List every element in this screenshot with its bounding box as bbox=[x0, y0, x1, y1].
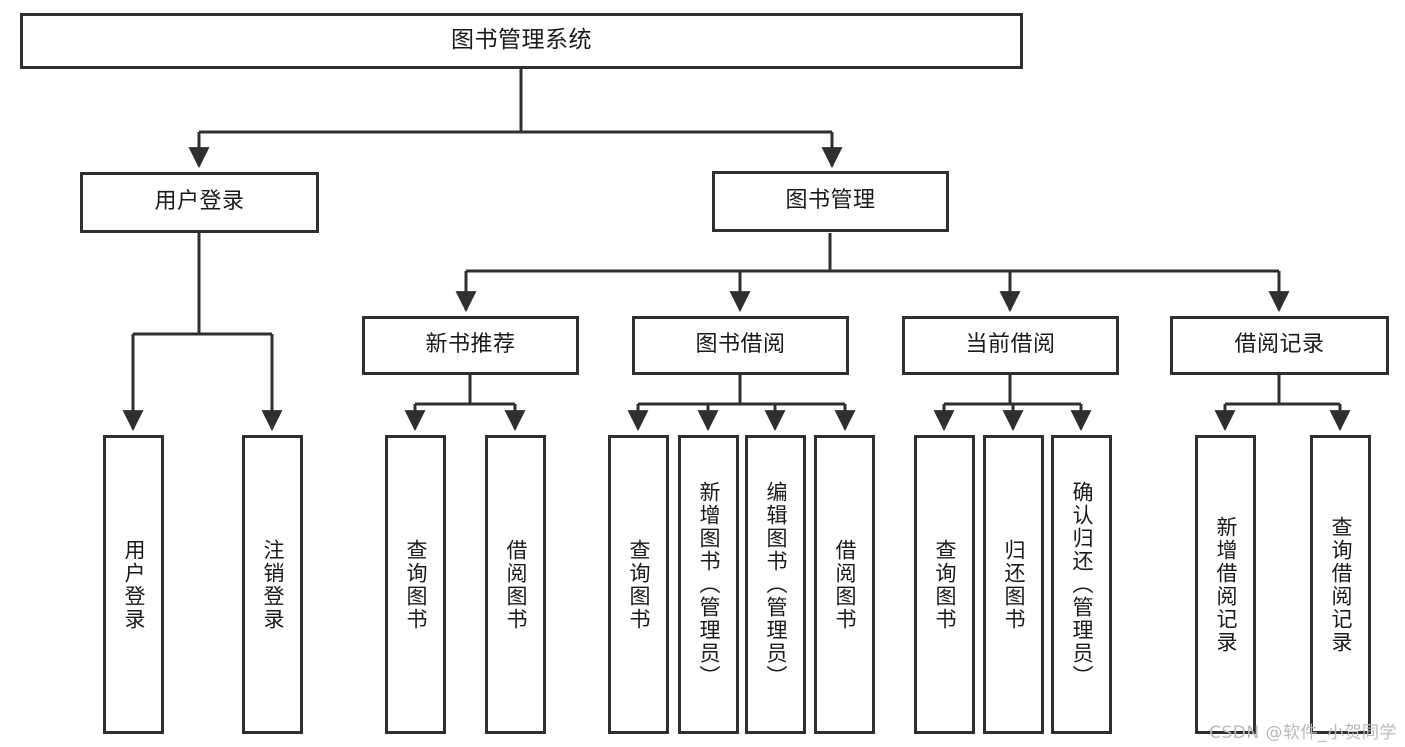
node-leaf-borrow-book-label: 借阅图书 bbox=[833, 538, 857, 631]
node-leaf-add-book[interactable]: 新增图书（管理员） bbox=[678, 435, 739, 734]
node-leaf-user-login-label: 用户登录 bbox=[122, 538, 146, 631]
node-leaf-return-book[interactable]: 归还图书 bbox=[983, 435, 1044, 734]
node-current-borrow-label: 当前借阅 bbox=[965, 332, 1056, 358]
node-book-borrow[interactable]: 图书借阅 bbox=[632, 316, 849, 375]
node-leaf-add-record-label: 新增借阅记录 bbox=[1214, 515, 1238, 654]
node-leaf-query-book-borrow[interactable]: 查询图书 bbox=[608, 435, 669, 734]
node-user-login-label: 用户登录 bbox=[154, 189, 245, 215]
node-leaf-user-login[interactable]: 用户登录 bbox=[103, 435, 164, 734]
node-leaf-borrow-book-rec-label: 借阅图书 bbox=[504, 538, 528, 631]
node-current-borrow[interactable]: 当前借阅 bbox=[902, 316, 1119, 375]
node-user-login[interactable]: 用户登录 bbox=[80, 172, 319, 233]
node-book-manage[interactable]: 图书管理 bbox=[712, 171, 949, 232]
node-leaf-confirm-return-label: 确认归还（管理员） bbox=[1070, 481, 1094, 688]
node-leaf-query-book-cur[interactable]: 查询图书 bbox=[914, 435, 975, 734]
node-leaf-edit-book-label: 编辑图书（管理员） bbox=[764, 481, 788, 688]
node-leaf-query-book-cur-label: 查询图书 bbox=[933, 538, 957, 631]
node-leaf-user-logout[interactable]: 注销登录 bbox=[242, 435, 303, 734]
node-new-book-recommend-label: 新书推荐 bbox=[425, 332, 516, 358]
node-leaf-return-book-label: 归还图书 bbox=[1002, 538, 1026, 631]
node-root[interactable]: 图书管理系统 bbox=[20, 13, 1023, 69]
node-leaf-query-book-rec[interactable]: 查询图书 bbox=[385, 435, 446, 734]
node-leaf-query-record[interactable]: 查询借阅记录 bbox=[1310, 435, 1371, 734]
node-leaf-edit-book[interactable]: 编辑图书（管理员） bbox=[745, 435, 806, 734]
node-leaf-borrow-book[interactable]: 借阅图书 bbox=[814, 435, 875, 734]
node-leaf-add-record[interactable]: 新增借阅记录 bbox=[1195, 435, 1256, 734]
node-leaf-query-book-borrow-label: 查询图书 bbox=[627, 538, 651, 631]
csdn-watermark: CSDN @软件_小贺同学 bbox=[1209, 723, 1397, 743]
node-leaf-query-book-rec-label: 查询图书 bbox=[404, 538, 428, 631]
node-book-manage-label: 图书管理 bbox=[785, 188, 876, 214]
node-book-borrow-label: 图书借阅 bbox=[695, 332, 786, 358]
node-new-book-recommend[interactable]: 新书推荐 bbox=[362, 316, 579, 375]
node-leaf-user-logout-label: 注销登录 bbox=[261, 538, 285, 631]
node-leaf-query-record-label: 查询借阅记录 bbox=[1329, 515, 1353, 654]
node-leaf-add-book-label: 新增图书（管理员） bbox=[697, 481, 721, 688]
node-leaf-confirm-return[interactable]: 确认归还（管理员） bbox=[1051, 435, 1112, 734]
node-borrow-record[interactable]: 借阅记录 bbox=[1170, 316, 1389, 375]
node-leaf-borrow-book-rec[interactable]: 借阅图书 bbox=[485, 435, 546, 734]
node-root-label: 图书管理系统 bbox=[451, 27, 592, 54]
node-borrow-record-label: 借阅记录 bbox=[1234, 332, 1325, 358]
